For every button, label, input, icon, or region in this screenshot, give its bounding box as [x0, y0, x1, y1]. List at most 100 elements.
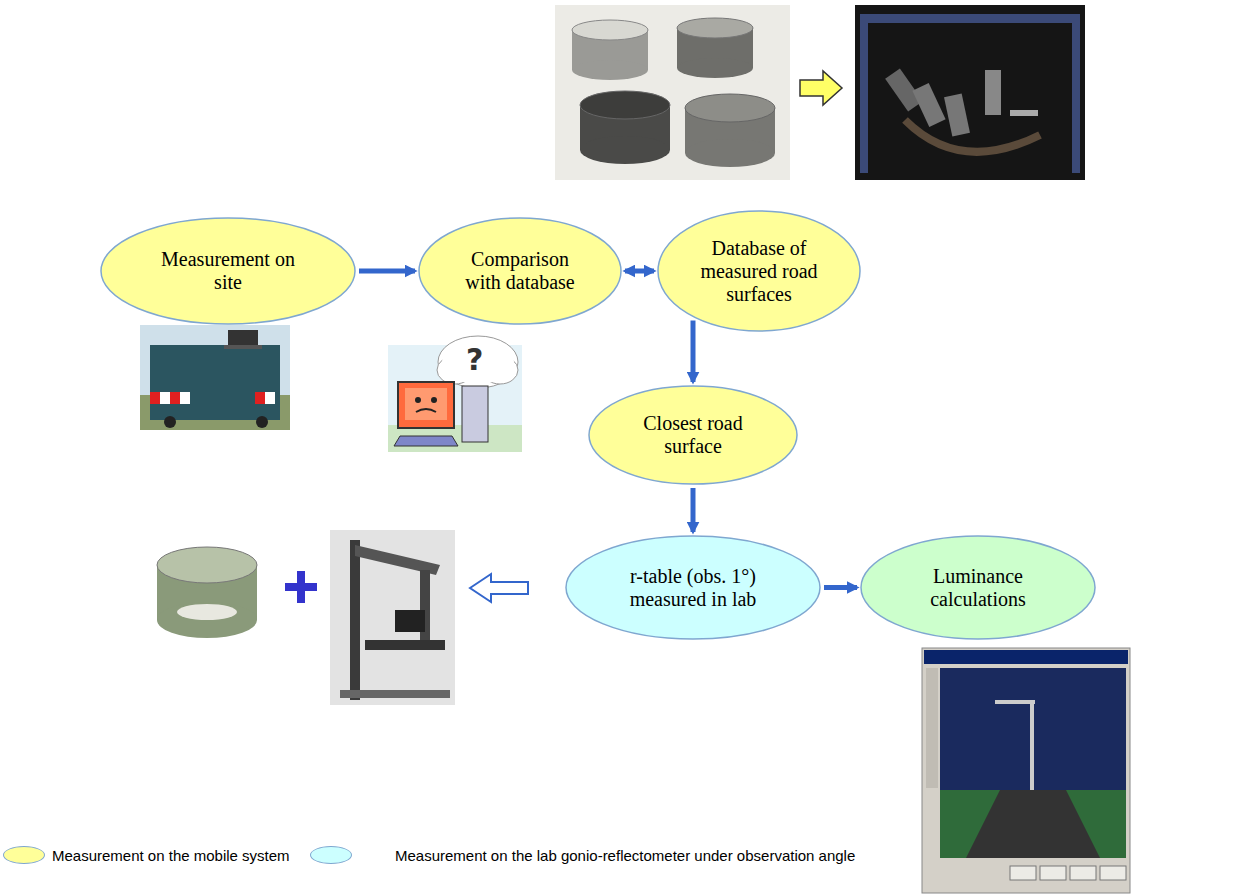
return-arrow — [470, 574, 528, 602]
software-screenshot-part — [926, 668, 938, 788]
legend-text: Measurement on the lab gonio-reflectomet… — [395, 847, 855, 864]
legend-item: Measurement on the mobile system — [3, 846, 290, 864]
sample-core-photo — [150, 530, 265, 650]
mobile-measurement-van-photo-part — [180, 392, 190, 404]
ellipse-shape — [566, 536, 820, 639]
direction-arrow-part — [800, 71, 842, 105]
gonio-reflectometer-photo-part — [860, 23, 868, 173]
software-screenshot-part — [1040, 866, 1066, 880]
flow-arrow — [359, 269, 415, 274]
software-screenshot-part — [940, 790, 1126, 858]
node-text: Closest road surface — [628, 412, 758, 458]
process-ellipse: Closest road surface — [588, 385, 798, 485]
mobile-measurement-van-photo-part — [160, 392, 170, 404]
sample-core-photo-part — [150, 530, 265, 650]
gonio-reflectometer-photo — [855, 5, 1085, 180]
direction-arrow — [800, 71, 842, 105]
mobile-measurement-van-photo — [140, 325, 290, 430]
software-screenshot-part — [1010, 866, 1036, 880]
software-screenshot-part — [966, 790, 1100, 858]
computer-cartoon-part — [442, 340, 514, 384]
software-screenshot — [922, 648, 1130, 893]
computer-cartoon-part — [462, 386, 488, 442]
node-text: Comparison with database — [457, 248, 583, 294]
mobile-measurement-van-photo-part — [150, 345, 280, 420]
computer-cartoon — [388, 336, 522, 452]
ellipse-shape — [419, 218, 621, 324]
sample-cores-photo-part — [685, 139, 775, 167]
legend-swatch — [310, 846, 352, 864]
mobile-measurement-van-photo-part — [164, 416, 176, 428]
sample-cores-photo-part — [677, 58, 753, 78]
software-screenshot-part — [922, 648, 1130, 893]
lab-gonio-reflectometer-photo — [330, 530, 455, 705]
computer-cartoon-part — [438, 336, 518, 388]
gonio-reflectometer-photo-part — [944, 94, 970, 137]
process-ellipse: r-table (obs. 1°) measured in lab — [565, 535, 821, 640]
ellipse-shape — [101, 218, 355, 324]
sample-core-photo-part — [177, 604, 237, 620]
gonio-reflectometer-photo-part — [985, 70, 1001, 115]
mobile-measurement-van-photo-part — [265, 392, 275, 404]
flow-arrow — [824, 585, 857, 590]
gonio-reflectometer-photo-part — [912, 83, 945, 127]
plus-symbol — [285, 571, 317, 603]
mobile-measurement-van-photo-part — [140, 325, 290, 430]
legend-text: Measurement on the mobile system — [52, 847, 290, 864]
mobile-measurement-van-photo-part — [255, 392, 265, 404]
sample-cores-photo-part — [580, 136, 670, 164]
flow-arrow — [691, 321, 696, 382]
flow-arrow — [691, 488, 696, 532]
gonio-reflectometer-photo-part — [1072, 23, 1080, 173]
mobile-measurement-van-photo-part — [256, 416, 268, 428]
sample-cores-photo-part — [572, 20, 648, 40]
legend-swatch — [3, 846, 45, 864]
software-screenshot-part — [1070, 866, 1096, 880]
plus-symbol-part — [285, 571, 317, 603]
sample-core-photo-part — [157, 602, 257, 638]
sample-cores-photo-part — [685, 94, 775, 122]
node-text: r-table (obs. 1°) measured in lab — [614, 565, 773, 611]
computer-cartoon-part — [431, 397, 437, 403]
lab-gonio-reflectometer-photo-part — [350, 540, 360, 700]
mobile-measurement-van-photo-part — [170, 392, 180, 404]
lab-gonio-reflectometer-photo-part — [340, 690, 450, 698]
computer-cartoon-part — [394, 436, 458, 446]
node-label: Database of measured road surfaces — [696, 237, 822, 306]
lab-gonio-reflectometer-photo-part — [395, 610, 425, 632]
software-screenshot-part — [1030, 700, 1034, 790]
computer-cartoon-part — [416, 409, 436, 412]
process-ellipse: Luminance calculations — [860, 535, 1096, 640]
node-label: Measurement on site — [149, 248, 308, 294]
software-screenshot-part — [924, 650, 1128, 664]
process-ellipse: Measurement on site — [100, 217, 356, 325]
software-screenshot-part — [995, 700, 1035, 704]
process-ellipse: Database of measured road surfaces — [657, 210, 861, 332]
node-label: Comparison with database — [457, 248, 583, 294]
mobile-measurement-van-photo-part — [150, 392, 160, 404]
sample-cores-photo — [555, 5, 790, 180]
sample-cores-photo-part — [555, 5, 790, 180]
sample-cores-photo-part — [677, 18, 753, 38]
computer-cartoon-part — [415, 397, 421, 403]
software-screenshot-part — [1100, 866, 1126, 880]
node-label: Closest road surface — [628, 412, 758, 458]
node-text: Luminance calculations — [905, 565, 1051, 611]
ellipse-shape — [589, 386, 797, 484]
mobile-measurement-van-photo-part — [228, 330, 258, 346]
question-mark: ? — [466, 342, 483, 377]
gonio-reflectometer-photo-part — [905, 120, 1040, 152]
node-text: Database of measured road surfaces — [696, 237, 822, 306]
sample-cores-photo-part — [580, 91, 670, 119]
lab-gonio-reflectometer-photo-part — [365, 640, 445, 650]
process-ellipse: Comparison with database — [418, 217, 622, 325]
return-arrow-part — [470, 574, 528, 602]
lab-gonio-reflectometer-photo-part — [330, 530, 455, 705]
gonio-reflectometer-photo-part — [860, 14, 1080, 23]
sample-cores-photo-part — [572, 60, 648, 80]
computer-cartoon-part — [398, 382, 454, 428]
software-screenshot-part — [940, 668, 1126, 858]
node-label: Luminance calculations — [905, 565, 1051, 611]
ellipse-shape — [861, 536, 1095, 639]
computer-cartoon-part — [405, 388, 447, 420]
